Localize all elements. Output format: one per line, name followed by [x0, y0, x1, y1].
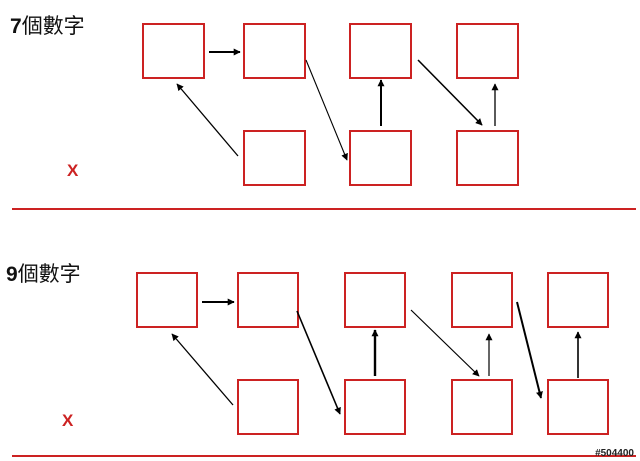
arrow	[417, 59, 483, 126]
digit-box	[349, 130, 412, 186]
digit-box	[142, 23, 205, 79]
digit-box	[344, 272, 406, 328]
digit-box	[243, 23, 306, 79]
title-number: 7	[10, 15, 22, 38]
title-text: 個數字	[17, 262, 81, 286]
arrow	[176, 83, 239, 157]
digit-box	[243, 130, 306, 186]
x-mark: X	[62, 411, 74, 430]
digit-box	[136, 272, 198, 328]
title-text: 個數字	[21, 14, 85, 38]
title-number: 9	[6, 263, 18, 286]
digit-box	[451, 272, 513, 328]
digit-box	[547, 379, 609, 435]
arrow	[296, 310, 341, 415]
arrow	[171, 333, 234, 406]
digit-box	[237, 272, 299, 328]
digit-box	[456, 130, 519, 186]
arrow	[516, 301, 543, 399]
digit-box	[456, 23, 519, 79]
arrow	[410, 309, 480, 377]
digit-box	[547, 272, 609, 328]
watermark: #504400	[595, 448, 634, 459]
digit-box	[237, 379, 299, 435]
digit-box	[451, 379, 513, 435]
x-mark: X	[67, 161, 79, 180]
digit-box	[349, 23, 412, 79]
title-nine-digits: 9個數字	[6, 258, 81, 288]
digit-box	[344, 379, 406, 435]
arrow	[305, 59, 348, 161]
title-seven-digits: 7個數字	[10, 10, 85, 40]
